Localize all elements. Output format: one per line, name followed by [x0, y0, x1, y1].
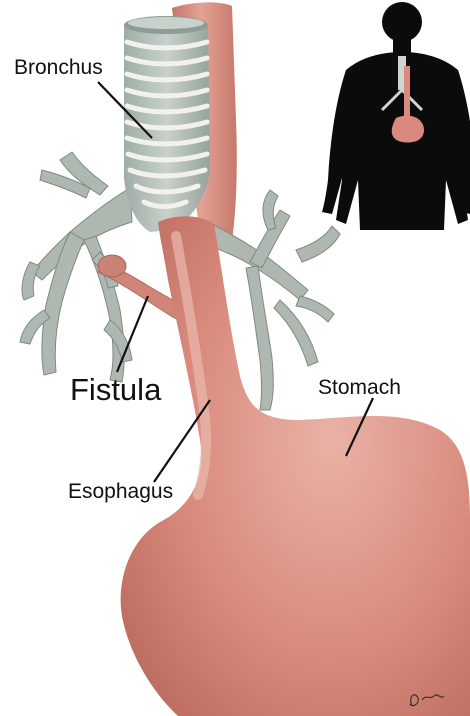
fistula-stump: [98, 255, 126, 277]
body-silhouette-inset: [322, 2, 470, 230]
esophagus-label: Esophagus: [68, 480, 173, 504]
silhouette-neck: [393, 38, 411, 54]
bronchus-label: Bronchus: [14, 56, 103, 80]
silhouette-head: [382, 2, 422, 42]
trachea: [124, 16, 210, 232]
stomach-label: Stomach: [318, 376, 401, 400]
fistula-label: Fistula: [70, 372, 161, 408]
